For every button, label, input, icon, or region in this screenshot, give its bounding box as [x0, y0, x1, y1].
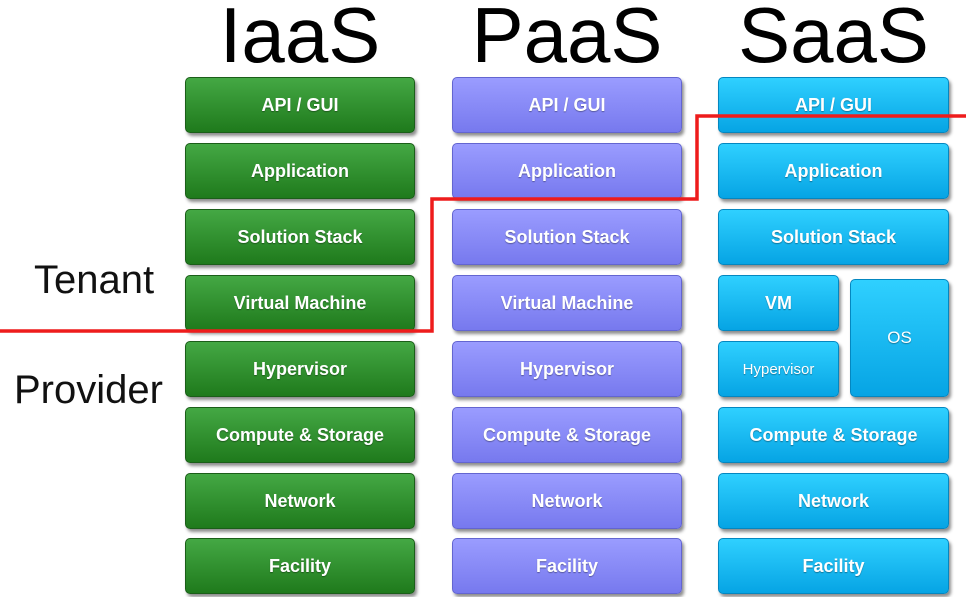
saas-layer-application: Application [718, 143, 949, 199]
paas-layer-hypervisor: Hypervisor [452, 341, 682, 397]
iaas-title: IaaS [219, 0, 381, 79]
tenant-label: Tenant [34, 258, 155, 302]
iaas-layer-compute-storage: Compute & Storage [185, 407, 415, 463]
provider-label: Provider [14, 368, 163, 412]
iaas-layer-application: Application [185, 143, 415, 199]
paas-layer-api-gui: API / GUI [452, 77, 682, 133]
saas-layer-hypervisor: Hypervisor [718, 341, 839, 397]
iaas-layer-solution-stack: Solution Stack [185, 209, 415, 265]
paas-layer-network: Network [452, 473, 682, 529]
paas-layer-solution-stack: Solution Stack [452, 209, 682, 265]
iaas-layer-api-gui: API / GUI [185, 77, 415, 133]
iaas-layer-facility: Facility [185, 538, 415, 594]
saas-layer-os: OS [850, 279, 949, 397]
saas-title: SaaS [738, 0, 929, 79]
saas-layer-network: Network [718, 473, 949, 529]
saas-layer-compute-storage: Compute & Storage [718, 407, 949, 463]
paas-layer-compute-storage: Compute & Storage [452, 407, 682, 463]
iaas-layer-hypervisor: Hypervisor [185, 341, 415, 397]
saas-layer-api-gui: API / GUI [718, 77, 949, 133]
paas-layer-facility: Facility [452, 538, 682, 594]
saas-layer-vm: VM [718, 275, 839, 331]
iaas-layer-network: Network [185, 473, 415, 529]
paas-title: PaaS [471, 0, 663, 79]
saas-layer-facility: Facility [718, 538, 949, 594]
saas-layer-solution-stack: Solution Stack [718, 209, 949, 265]
paas-layer-virtual-machine: Virtual Machine [452, 275, 682, 331]
paas-layer-application: Application [452, 143, 682, 199]
iaas-layer-virtual-machine: Virtual Machine [185, 275, 415, 331]
